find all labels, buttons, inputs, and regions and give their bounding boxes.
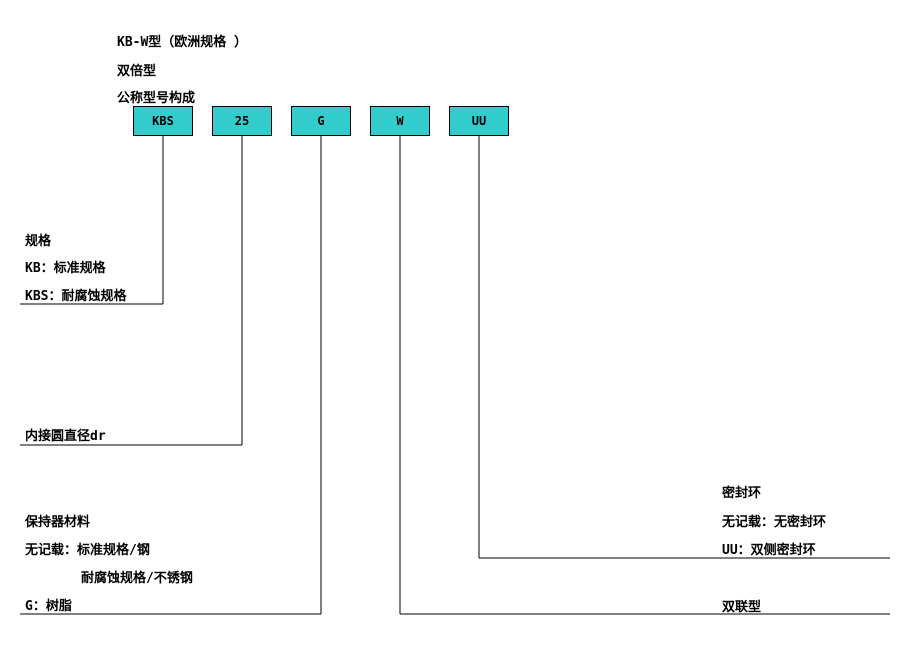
- double-type-label: 双联型: [722, 600, 762, 615]
- retainer-heading: 保持器材料: [25, 515, 91, 530]
- diameter-label: 内接圆直径dr: [25, 429, 106, 444]
- retainer-option-standard: 无记载：标准规格/钢: [25, 543, 150, 558]
- spec-heading: 规格: [25, 234, 52, 249]
- retainer-option-resin: G：树脂: [25, 599, 72, 614]
- seal-option-uu: UU：双侧密封环: [722, 543, 816, 558]
- code-box-retainer: G: [291, 106, 351, 136]
- diagram-caption: 公称型号构成: [117, 91, 196, 106]
- retainer-option-stainless: 耐腐蚀规格/不锈钢: [81, 571, 193, 586]
- diagram-subtitle: 双倍型: [117, 64, 157, 79]
- seal-option-none: 无记载：无密封环: [722, 515, 827, 530]
- code-box-spec: KBS: [133, 106, 193, 136]
- seal-heading: 密封环: [722, 486, 762, 501]
- diagram-title: KB-W型（欧洲规格 ）: [117, 35, 248, 50]
- code-box-seal: UU: [449, 106, 509, 136]
- code-box-double: W: [370, 106, 430, 136]
- code-box-diameter: 25: [212, 106, 272, 136]
- spec-option-kbs: KBS：耐腐蚀规格: [25, 289, 127, 304]
- spec-option-kb: KB：标准规格: [25, 261, 106, 276]
